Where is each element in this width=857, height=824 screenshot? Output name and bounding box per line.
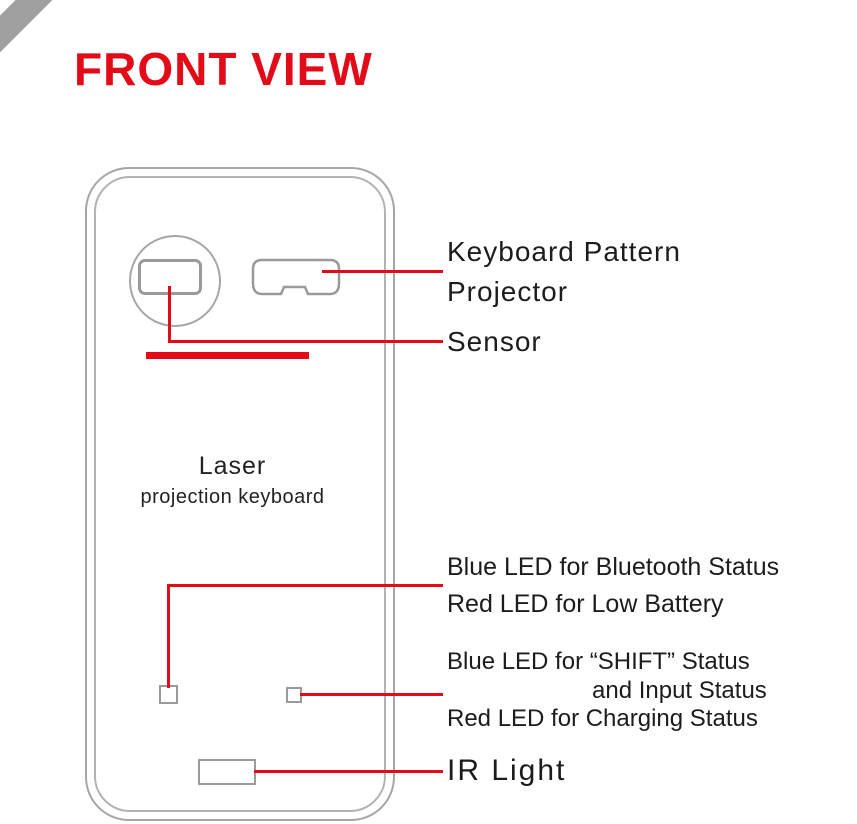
projector-leader-line [322, 270, 443, 273]
ir-light-window [198, 759, 256, 785]
left-led-leader-line-horizontal [167, 584, 443, 587]
sensor-leader-line-horizontal [168, 340, 443, 343]
projector-label-line1: Keyboard Pattern [447, 236, 681, 267]
sensor-leader-line-vertical [168, 286, 171, 343]
projector-label: Keyboard Pattern Projector [447, 232, 681, 312]
left-led-label-line1: Blue LED for Bluetooth Status [447, 553, 780, 581]
projector-label-line2: Projector [447, 276, 569, 307]
device-label: Laser projection keyboard [100, 452, 365, 509]
left-led-leader-line-vertical [167, 584, 170, 688]
projector-window [251, 258, 341, 296]
device-label-line1: Laser [198, 452, 267, 480]
ir-light-leader-line [254, 770, 443, 773]
right-led-label-line1: Blue LED for “SHIFT” Status [447, 648, 750, 675]
device-inner-outline [94, 176, 386, 812]
laser-aperture-bar [146, 352, 309, 359]
device-label-line2: projection keyboard [140, 486, 325, 508]
sensor-label: Sensor [447, 326, 542, 357]
page-title: FRONT VIEW [74, 43, 373, 95]
projector-window-shape [251, 258, 341, 296]
left-led-label-line2: Red LED for Low Battery [447, 590, 724, 618]
right-led-label-line3: Red LED for Charging Status [447, 705, 758, 732]
right-led-label-line2: and Input Status [592, 677, 767, 704]
corner-watermark [0, 0, 76, 56]
right-led-leader-line [300, 693, 443, 696]
ir-light-label: IR Light [447, 754, 567, 787]
